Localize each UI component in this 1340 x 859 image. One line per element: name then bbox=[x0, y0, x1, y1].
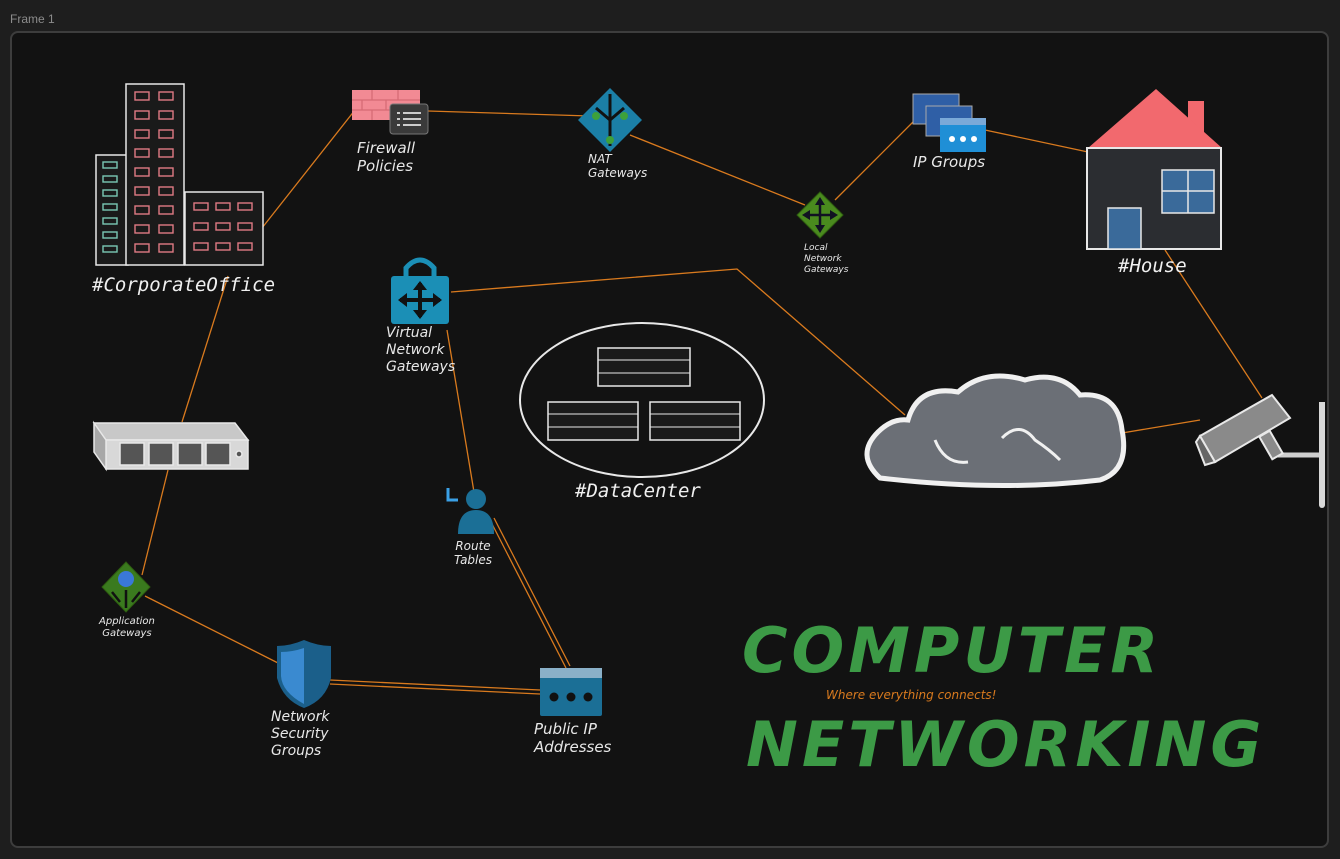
window bbox=[215, 242, 231, 251]
network-switch-icon bbox=[92, 420, 250, 472]
link-office-firewall bbox=[261, 109, 356, 229]
virtual-network-gateways-label: Virtual Network Gateways bbox=[386, 325, 456, 375]
network-security-groups-label: Network Security Groups bbox=[271, 709, 330, 759]
frame-title: Frame 1 bbox=[10, 12, 55, 26]
window bbox=[102, 217, 118, 225]
window bbox=[193, 242, 209, 251]
data-center-label: #DataCenter bbox=[575, 480, 701, 502]
window bbox=[158, 129, 174, 139]
public-ip-icon bbox=[540, 668, 602, 716]
window bbox=[158, 243, 174, 253]
window bbox=[102, 203, 118, 211]
ip-groups-icon bbox=[912, 93, 986, 152]
link-nsg-pip-a bbox=[329, 679, 541, 691]
public-ip-addresses-label: Public IP Addresses bbox=[534, 720, 612, 756]
house-label: #House bbox=[1118, 255, 1187, 277]
title-line-1: COMPUTER bbox=[742, 614, 1163, 687]
window bbox=[134, 91, 150, 101]
link-route-pip-b bbox=[493, 517, 571, 667]
ip-groups-label: IP Groups bbox=[913, 153, 986, 171]
link-appgw-nsg bbox=[144, 595, 281, 665]
cloud-icon bbox=[864, 373, 1127, 489]
window bbox=[158, 148, 174, 158]
link-office-switch bbox=[181, 275, 229, 423]
datacenter-servers-icon bbox=[519, 322, 765, 478]
link-ipgroups-house bbox=[984, 129, 1089, 153]
nat-gateway-icon bbox=[578, 88, 642, 152]
network-security-group-icon bbox=[277, 640, 331, 708]
link-localgw-ipgroups bbox=[834, 119, 916, 201]
window bbox=[237, 202, 253, 211]
window bbox=[134, 110, 150, 120]
window bbox=[102, 189, 118, 197]
window bbox=[134, 167, 150, 177]
application-gateway-icon bbox=[101, 561, 151, 613]
security-camera-icon bbox=[1194, 393, 1325, 505]
nat-gateways-label: NAT Gateways bbox=[588, 152, 648, 181]
link-nat-localgw bbox=[629, 134, 806, 206]
window bbox=[158, 224, 174, 234]
window bbox=[134, 129, 150, 139]
link-house-camera bbox=[1164, 249, 1263, 399]
link-switch-appgw bbox=[141, 469, 169, 576]
window bbox=[237, 242, 253, 251]
route-tables-label: Route Tables bbox=[454, 539, 493, 568]
house-icon bbox=[1086, 89, 1222, 250]
window bbox=[134, 148, 150, 158]
link-firewall-nat bbox=[427, 110, 591, 117]
title-line-2: NETWORKING bbox=[746, 708, 1266, 781]
firewall-policies-label: Firewall Policies bbox=[357, 139, 415, 175]
link-cloud-camera bbox=[1121, 419, 1201, 434]
local-network-gateways-label: Local Network Gateways bbox=[804, 243, 849, 275]
window bbox=[102, 245, 118, 253]
application-gateways-label: Application Gateways bbox=[99, 616, 155, 639]
connectors bbox=[141, 109, 1263, 695]
office-building-icon bbox=[95, 83, 264, 266]
corporate-office-label: #CorporateOffice bbox=[92, 274, 276, 296]
window bbox=[193, 222, 209, 231]
window bbox=[158, 205, 174, 215]
window bbox=[237, 222, 253, 231]
link-vng-cloud bbox=[450, 268, 906, 416]
local-network-gateway-icon bbox=[796, 191, 844, 239]
scrollbar[interactable] bbox=[1319, 402, 1325, 508]
window bbox=[134, 224, 150, 234]
window bbox=[102, 231, 118, 239]
window bbox=[158, 186, 174, 196]
window bbox=[215, 222, 231, 231]
virtual-network-gateway-icon bbox=[391, 257, 449, 324]
window bbox=[158, 110, 174, 120]
tagline: Where everything connects! bbox=[826, 688, 997, 702]
route-table-icon bbox=[446, 488, 494, 534]
link-route-pip-a bbox=[489, 519, 567, 669]
window bbox=[102, 161, 118, 169]
window bbox=[215, 202, 231, 211]
link-nsg-pip-b bbox=[329, 683, 541, 695]
window bbox=[134, 205, 150, 215]
window bbox=[102, 175, 118, 183]
link-vng-route bbox=[446, 329, 475, 493]
window bbox=[193, 202, 209, 211]
window bbox=[158, 91, 174, 101]
window bbox=[158, 167, 174, 177]
window bbox=[134, 243, 150, 253]
window bbox=[134, 186, 150, 196]
firewall-icon bbox=[352, 90, 429, 135]
